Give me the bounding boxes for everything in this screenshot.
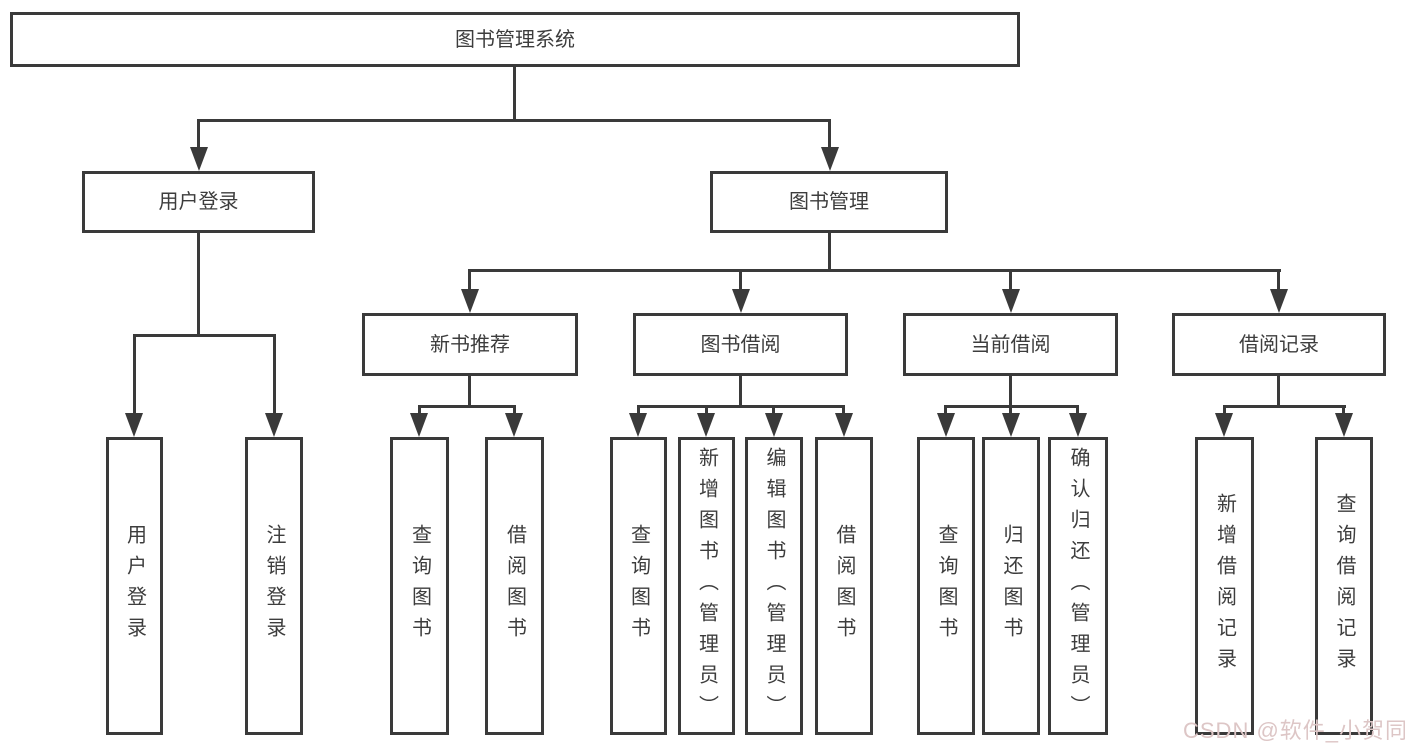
node-book-management-branch-label: 图书管理 <box>789 191 869 213</box>
leaf-query-books-1-label: 查询图书 <box>408 524 431 648</box>
connector-line <box>513 405 516 415</box>
leaf-query-books-1: 查询图书 <box>390 437 449 735</box>
leaf-query-books-3-label: 查询图书 <box>935 524 957 648</box>
leaf-query-books-3: 查询图书 <box>917 437 975 735</box>
arrowhead-icon <box>629 413 647 437</box>
leaf-user-login: 用户登录 <box>106 437 163 735</box>
arrowhead-icon <box>1270 289 1288 313</box>
node-new-book-recommend-label: 新书推荐 <box>430 333 510 356</box>
leaf-return-books: 归还图书 <box>982 437 1040 735</box>
leaf-query-books-2-label: 查询图书 <box>627 524 650 648</box>
arrowhead-icon <box>1215 413 1233 437</box>
node-borrow-records: 借阅记录 <box>1172 313 1386 376</box>
arrowhead-icon <box>1335 413 1353 437</box>
node-user-login-branch-label: 用户登录 <box>158 191 239 213</box>
node-current-borrow-label: 当前借阅 <box>970 333 1051 356</box>
node-book-management-branch: 图书管理 <box>710 171 948 233</box>
arrowhead-icon <box>1002 289 1020 313</box>
leaf-add-borrow-record-label: 新增借阅记录 <box>1213 493 1236 679</box>
connector-line <box>197 233 200 336</box>
arrowhead-icon <box>1002 413 1020 437</box>
arrowhead-icon <box>265 413 283 437</box>
leaf-return-books-label: 归还图书 <box>1000 524 1022 648</box>
arrowhead-icon <box>937 413 955 437</box>
connector-line <box>133 334 276 337</box>
connector-line <box>468 269 471 290</box>
connector-line <box>133 334 136 414</box>
connector-line <box>1009 405 1012 415</box>
connector-line <box>1342 405 1345 415</box>
leaf-borrow-books-2-label: 借阅图书 <box>833 524 855 648</box>
arrowhead-icon <box>505 413 523 437</box>
node-root: 图书管理系统 <box>10 12 1020 67</box>
arrowhead-icon <box>835 413 853 437</box>
connector-line <box>1009 376 1012 407</box>
arrowhead-icon <box>821 147 839 171</box>
connector-line <box>197 119 200 148</box>
connector-line <box>1277 376 1280 407</box>
connector-line <box>418 405 516 408</box>
node-new-book-recommend: 新书推荐 <box>362 313 578 376</box>
arrowhead-icon <box>461 289 479 313</box>
connector-line <box>418 405 421 415</box>
connector-line <box>739 269 742 290</box>
leaf-query-borrow-record-label: 查询借阅记录 <box>1333 493 1355 679</box>
arrowhead-icon <box>125 413 143 437</box>
arrowhead-icon <box>1069 413 1087 437</box>
connector-line <box>1009 269 1012 290</box>
connector-line <box>828 119 831 148</box>
connector-line <box>197 119 831 122</box>
connector-line <box>637 405 845 408</box>
leaf-user-login-label: 用户登录 <box>123 524 146 648</box>
connector-line <box>1076 405 1079 415</box>
connector-line <box>944 405 947 415</box>
node-borrow-records-label: 借阅记录 <box>1239 333 1319 356</box>
csdn-watermark: CSDN @软件_小贺同学 <box>1183 718 1405 743</box>
connector-line <box>513 67 516 122</box>
leaf-add-borrow-record: 新增借阅记录 <box>1195 437 1254 735</box>
connector-line <box>772 405 775 415</box>
connector-line <box>273 334 276 414</box>
connector-line <box>1277 269 1280 290</box>
connector-line <box>468 376 471 407</box>
leaf-confirm-return-admin-label: 确认归还（管理员） <box>1067 446 1089 726</box>
leaf-query-borrow-record: 查询借阅记录 <box>1315 437 1373 735</box>
node-root-label: 图书管理系统 <box>455 28 575 51</box>
leaf-edit-books-admin-label: 编辑图书（管理员） <box>763 446 785 726</box>
node-user-login-branch: 用户登录 <box>82 171 315 233</box>
node-current-borrow: 当前借阅 <box>903 313 1118 376</box>
connector-line <box>842 405 845 415</box>
leaf-borrow-books-2: 借阅图书 <box>815 437 873 735</box>
leaf-confirm-return-admin: 确认归还（管理员） <box>1048 437 1108 735</box>
connector-line <box>705 405 708 415</box>
node-book-borrow-label: 图书借阅 <box>700 333 781 356</box>
arrowhead-icon <box>697 413 715 437</box>
leaf-borrow-books-1-label: 借阅图书 <box>503 524 526 648</box>
connector-line <box>468 269 1281 272</box>
leaf-edit-books-admin: 编辑图书（管理员） <box>745 437 803 735</box>
leaf-add-books-admin-label: 新增图书（管理员） <box>695 446 718 726</box>
arrowhead-icon <box>410 413 428 437</box>
arrowhead-icon <box>190 147 208 171</box>
leaf-add-books-admin: 新增图书（管理员） <box>678 437 735 735</box>
arrowhead-icon <box>765 413 783 437</box>
leaf-borrow-books-1: 借阅图书 <box>485 437 544 735</box>
connector-line <box>1223 405 1346 408</box>
node-book-borrow: 图书借阅 <box>633 313 848 376</box>
arrowhead-icon <box>732 289 750 313</box>
connector-line <box>1223 405 1226 415</box>
connector-line <box>739 376 742 407</box>
leaf-logout-label: 注销登录 <box>263 524 285 648</box>
leaf-logout: 注销登录 <box>245 437 303 735</box>
connector-line <box>828 233 831 271</box>
leaf-query-books-2: 查询图书 <box>610 437 667 735</box>
connector-line <box>637 405 640 415</box>
